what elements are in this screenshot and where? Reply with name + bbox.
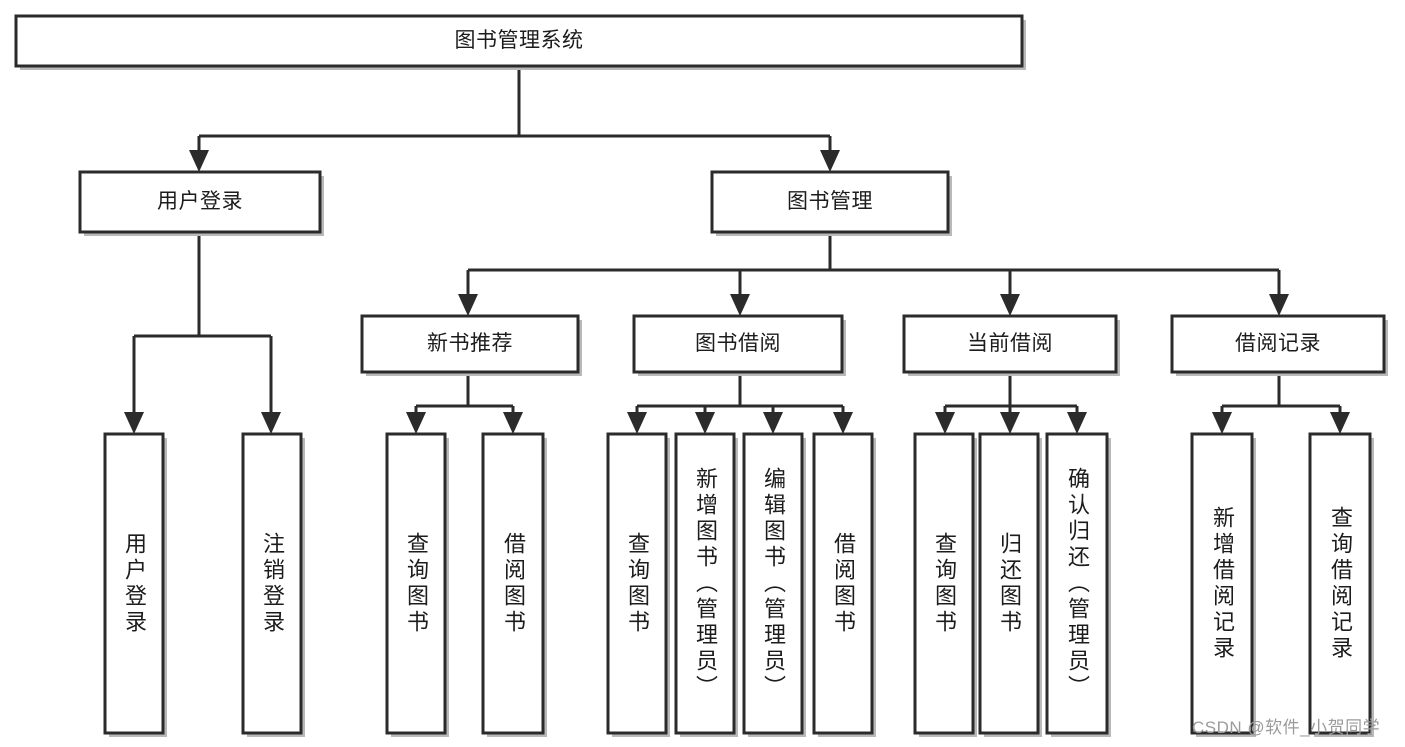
- node-leaf-add-record[interactable]: [1190, 432, 1254, 735]
- node-current-borrow[interactable]: [902, 314, 1118, 374]
- node-leaf-borrow-book-1[interactable]: [481, 432, 545, 735]
- arrowhead-leaf-borrow-book-2: [833, 412, 853, 434]
- arrowhead-leaf-query-record: [1330, 412, 1350, 434]
- arrowhead-user-login: [189, 150, 209, 172]
- arrowhead-leaf-add-record: [1212, 412, 1232, 434]
- arrowhead-borrow-record: [1269, 294, 1289, 316]
- node-leaf-query-book-1[interactable]: [385, 432, 447, 735]
- arrowhead-leaf-user-login: [124, 412, 144, 434]
- arrowhead-leaf-return-book: [1000, 412, 1020, 434]
- node-leaf-query-record[interactable]: [1308, 432, 1372, 735]
- node-leaf-query-book-2[interactable]: [606, 432, 668, 735]
- node-new-book-recommend[interactable]: [360, 314, 580, 374]
- csdn-watermark: CSDN @软件_小贺同学: [1192, 718, 1381, 737]
- node-book-management[interactable]: [710, 170, 950, 234]
- node-book-borrow[interactable]: [632, 314, 844, 374]
- arrowhead-leaf-query-book-3: [935, 412, 955, 434]
- box-layer: [14, 14, 1386, 735]
- node-user-login[interactable]: [78, 170, 322, 234]
- arrowhead-leaf-borrow-book-1: [503, 412, 523, 434]
- connector-layer: [124, 66, 1350, 434]
- node-leaf-add-book[interactable]: [674, 432, 736, 735]
- node-leaf-user-logout[interactable]: [241, 432, 303, 735]
- arrowhead-book-borrow: [730, 294, 750, 316]
- node-root[interactable]: [14, 14, 1024, 68]
- node-leaf-user-login[interactable]: [103, 432, 165, 735]
- arrowhead-leaf-query-book-2: [627, 412, 647, 434]
- node-leaf-confirm-return[interactable]: [1045, 432, 1109, 735]
- node-leaf-return-book[interactable]: [978, 432, 1040, 735]
- arrowhead-leaf-query-book-1: [406, 412, 426, 434]
- arrowhead-leaf-confirm-return: [1067, 412, 1087, 434]
- node-leaf-edit-book[interactable]: [742, 432, 804, 735]
- node-leaf-borrow-book-2[interactable]: [812, 432, 874, 735]
- arrowhead-leaf-edit-book: [763, 412, 783, 434]
- arrowhead-leaf-add-book: [695, 412, 715, 434]
- node-borrow-record[interactable]: [1170, 314, 1386, 374]
- arrowhead-current-borrow: [1000, 294, 1020, 316]
- arrowhead-leaf-user-logout: [261, 412, 281, 434]
- arrowhead-book-management: [820, 150, 840, 172]
- node-leaf-query-book-3[interactable]: [913, 432, 975, 735]
- arrowhead-new-book-recommend: [458, 294, 478, 316]
